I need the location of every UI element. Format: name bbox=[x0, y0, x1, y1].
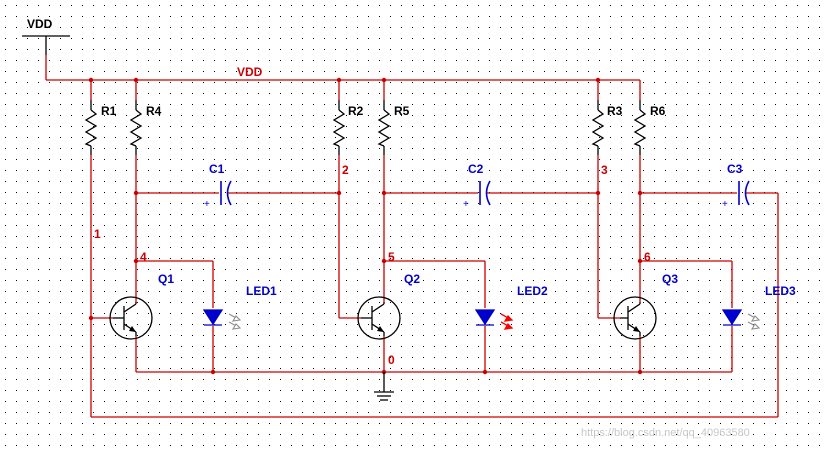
node-label-1: 1 bbox=[94, 227, 101, 241]
node-label-2: 2 bbox=[342, 163, 349, 177]
node-label-0: 0 bbox=[388, 353, 395, 367]
node-label-4: 4 bbox=[140, 250, 147, 264]
resistor-r6: R6 bbox=[633, 100, 666, 155]
led-led1: LED1 bbox=[202, 284, 277, 330]
transistor-q1: Q1 bbox=[109, 272, 174, 340]
led-led2: LED2 bbox=[474, 284, 548, 330]
resistor-r1: R1 bbox=[84, 100, 117, 155]
capacitor-polarity: + bbox=[722, 199, 728, 210]
capacitor-c2: + C2 bbox=[463, 162, 491, 210]
transistor-label: Q3 bbox=[662, 272, 678, 286]
node-label-6: 6 bbox=[644, 250, 651, 264]
wires bbox=[46, 79, 779, 418]
led-label: LED3 bbox=[765, 284, 796, 298]
capacitor-c3: + C3 bbox=[722, 162, 750, 210]
resistor-r4: R4 bbox=[129, 100, 162, 155]
vdd-source: VDD bbox=[22, 17, 70, 80]
transistor-label: Q2 bbox=[404, 272, 420, 286]
capacitor-label: C1 bbox=[209, 162, 225, 176]
vdd-rail-label: VDD bbox=[237, 65, 263, 79]
node-label-3: 3 bbox=[601, 163, 608, 177]
watermark-text: https://blog.csdn.net/qq_40963580 bbox=[581, 427, 750, 439]
capacitor-c1: + C1 bbox=[204, 162, 232, 210]
transistor-q2: Q2 bbox=[357, 272, 420, 340]
resistor-r3: R3 bbox=[591, 100, 623, 155]
resistor-label: R5 bbox=[394, 104, 410, 118]
resistor-r5: R5 bbox=[377, 100, 410, 155]
capacitor-polarity: + bbox=[204, 199, 210, 210]
resistor-label: R2 bbox=[348, 104, 364, 118]
led-light-arrows bbox=[747, 313, 761, 330]
vdd-source-label: VDD bbox=[27, 17, 53, 31]
capacitor-label: C3 bbox=[727, 162, 743, 176]
resistor-label: R1 bbox=[101, 104, 117, 118]
resistor-label: R3 bbox=[607, 104, 623, 118]
led-led3: LED3 bbox=[721, 284, 796, 330]
ground-symbol bbox=[374, 372, 394, 401]
resistor-r2: R2 bbox=[332, 100, 364, 155]
led-light-arrows bbox=[500, 313, 514, 330]
led-label: LED2 bbox=[517, 284, 548, 298]
capacitor-label: C2 bbox=[468, 162, 484, 176]
junction-dots bbox=[88, 77, 643, 375]
resistor-label: R6 bbox=[650, 104, 666, 118]
transistor-q3: Q3 bbox=[613, 272, 678, 340]
capacitor-polarity: + bbox=[463, 199, 469, 210]
node-label-5: 5 bbox=[388, 250, 395, 264]
transistor-label: Q1 bbox=[158, 272, 174, 286]
resistor-label: R4 bbox=[146, 104, 162, 118]
led-label: LED1 bbox=[246, 284, 277, 298]
led-light-arrows bbox=[228, 313, 242, 330]
